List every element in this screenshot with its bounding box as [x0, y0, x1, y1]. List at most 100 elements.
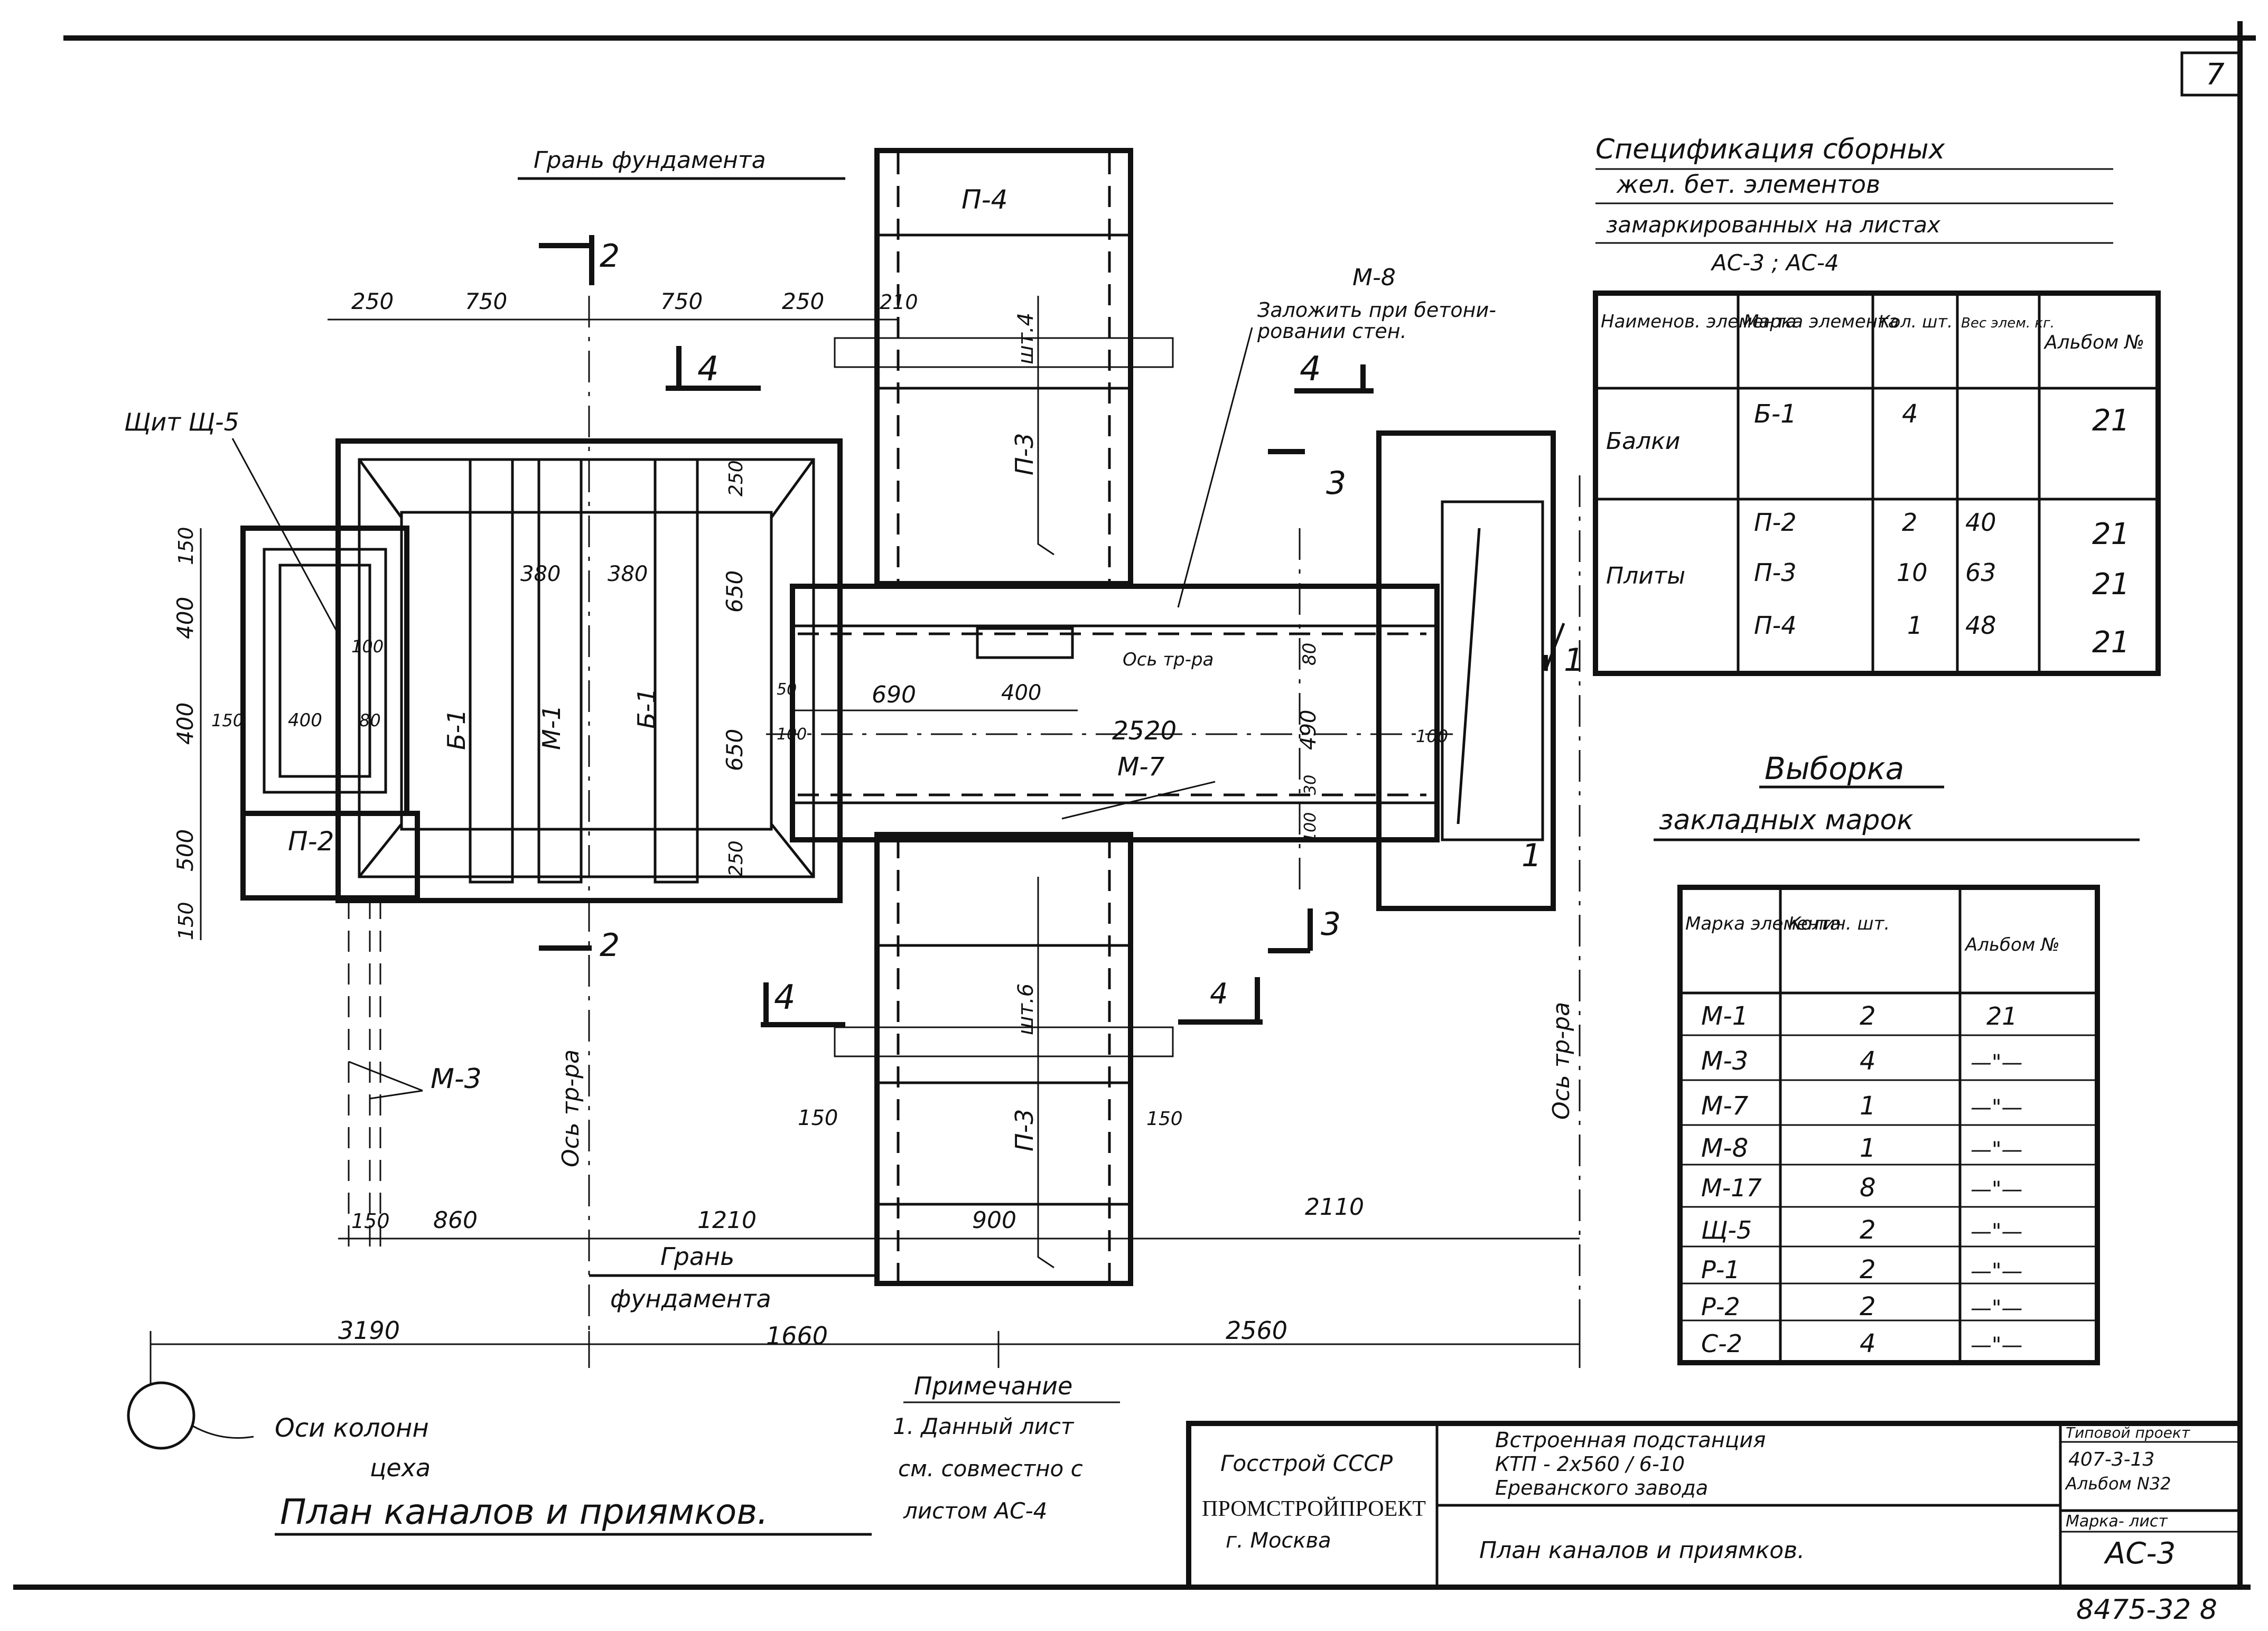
spec-header: Вес элем. кг.	[1961, 315, 2055, 331]
foundation-edge-top-label: Грань фундамента	[534, 147, 766, 174]
title-block: Госстрой СССР ПРОМСТРОЙПРОЕКТ г. Москва …	[1186, 1421, 2243, 1590]
page-number: 7	[2206, 58, 2225, 92]
tb-org3: г. Москва	[1226, 1529, 1331, 1553]
tb-typical-project-label: Типовой проект	[2066, 1424, 2190, 1441]
tb-sheet-title: План каналов и приямков.	[1479, 1537, 1805, 1564]
spec-cell-mark: Б-1	[1754, 399, 1797, 429]
sht6-label: шт.6	[1014, 983, 1038, 1035]
spec-header: Марка элемента	[1743, 311, 1899, 332]
section-mark: 4	[1210, 977, 1228, 1010]
selection-cell-qty: 4	[1860, 1329, 1876, 1358]
dim-inner: 80	[1299, 643, 1320, 665]
selection-cell-mark: М-1	[1701, 1001, 1748, 1031]
spec-cell-weight: 40	[1965, 508, 1996, 537]
selection-cell-mark: Щ-5	[1701, 1216, 1752, 1244]
tb-project-line3: Ереванского завода	[1495, 1476, 1708, 1499]
sht4-label: шт.4	[1014, 313, 1038, 364]
section-mark: 4	[774, 978, 796, 1017]
p3-bottom-label: П-3	[1010, 1109, 1039, 1151]
spec-cell-name: Плиты	[1606, 563, 1685, 589]
note-line1: 1. Данный лист	[893, 1413, 1075, 1439]
spec-cell-album: 21	[2092, 567, 2130, 602]
selection-cell-album: —"—	[1971, 1138, 2022, 1162]
dim-inner: 150	[798, 1106, 838, 1130]
note-line3: листом АС-4	[903, 1498, 1047, 1524]
dimensions: 250 750 750 250 210 150 400 400 500 150 …	[150, 288, 1581, 1384]
dim-bottom2: 2560	[1226, 1316, 1287, 1345]
selection-header: Колич. шт.	[1788, 913, 1890, 934]
tb-mark-sheet: АС-3	[2104, 1536, 2176, 1571]
section-mark: 4	[1300, 350, 1321, 389]
spec-table: Спецификация сборных жел. бет. элементов…	[1593, 134, 2161, 676]
dim-inner: 100	[1301, 812, 1320, 842]
spec-cell-album: 21	[2092, 625, 2130, 660]
section-mark: 3	[1326, 465, 1346, 502]
dim-inner: 250	[725, 460, 747, 496]
selection-cell-album: —"—	[1971, 1333, 2022, 1357]
drawing-title: План каналов и приямков.	[280, 1492, 768, 1532]
spec-cell-name: Балки	[1606, 428, 1680, 455]
selection-cell-qty: 4	[1860, 1046, 1876, 1076]
selection-cell-qty: 8	[1860, 1173, 1876, 1203]
tb-mark-sheet-label: Марка- лист	[2066, 1512, 2168, 1531]
dim-inner: 100	[1416, 726, 1448, 746]
foundation-edge-bottom-label1: Грань	[660, 1242, 734, 1271]
selection-cell-album: —"—	[1971, 1220, 2022, 1244]
dim-inner: 490	[1296, 710, 1321, 750]
dim-inner: 30	[1301, 775, 1320, 795]
spec-header: Кол. шт.	[1878, 312, 1953, 332]
p4-label: П-4	[962, 184, 1007, 215]
dim-top: 250	[351, 288, 394, 314]
m1-label: М-1	[537, 705, 566, 750]
selection-title-line2: закладных марок	[1659, 804, 1914, 836]
dim-inner: 80	[359, 710, 381, 730]
selection-cell-qty: 1	[1860, 1133, 1876, 1163]
dim-bottom1: 860	[433, 1207, 478, 1234]
plan-view: Грань фундамента П-4 П-3 П-3 шт.4 шт.6 М…	[124, 147, 1584, 1536]
spec-title-line3: замаркированных на листах	[1606, 212, 1941, 238]
dim-inner: 380	[520, 562, 561, 586]
embed-note-line1: Заложить при бетони-	[1257, 298, 1496, 322]
b1-left-label: Б-1	[442, 709, 471, 750]
dim-bottom1: 900	[972, 1207, 1016, 1234]
selection-table: Выборка закладных марок Марка элемента К…	[1654, 751, 2140, 1365]
selection-cell-album: —"—	[1971, 1095, 2022, 1120]
selection-cell-qty: 2	[1860, 1001, 1876, 1031]
spec-title-line2: жел. бет. элементов	[1616, 170, 1880, 199]
spec-cell-mark: П-2	[1754, 508, 1796, 537]
dim-bottom2: 3190	[338, 1316, 400, 1345]
axis-tr1-label: Ось тр-ра	[557, 1049, 584, 1167]
foundation-edge-bottom-label2: фундамента	[610, 1285, 771, 1313]
m7-label: М-7	[1117, 752, 1165, 782]
spec-cell-mark: П-4	[1754, 611, 1796, 640]
axis-tr2-label: Ось тр-ра	[1548, 1002, 1575, 1120]
spec-cell-album: 21	[2092, 404, 2130, 438]
selection-cell-qty: 2	[1860, 1215, 1876, 1245]
section-mark: 3	[1321, 906, 1341, 943]
selection-cell-mark: М-17	[1701, 1174, 1762, 1202]
dim-inner: 650	[722, 729, 748, 771]
dim-left: 500	[172, 829, 198, 871]
dim-inner: 2520	[1112, 716, 1177, 746]
p3-top-label: П-3	[1010, 433, 1039, 475]
dim-bottom1: 2110	[1305, 1194, 1364, 1221]
dim-left: 150	[174, 527, 198, 565]
section-mark: 1	[1564, 642, 1584, 679]
section-mark: 2	[600, 238, 620, 275]
inventory-number: 8475-32 8	[2076, 1594, 2217, 1626]
axis-tr3-label: Ось тр-ра	[1123, 649, 1214, 670]
dim-inner: 400	[1001, 681, 1041, 705]
section-mark: 4	[697, 350, 719, 389]
p2-label: П-2	[288, 826, 334, 857]
note-heading: Примечание	[914, 1372, 1072, 1400]
dim-inner: 650	[722, 570, 748, 613]
dim-inner: 250	[725, 840, 747, 877]
tb-org1: Госстрой СССР	[1220, 1450, 1393, 1476]
spec-cell-weight: 63	[1965, 558, 1996, 587]
selection-cell-qty: 2	[1860, 1292, 1876, 1321]
shield-label: Щит Щ-5	[124, 408, 239, 436]
dim-top: 250	[782, 288, 824, 314]
spec-cell-mark: П-3	[1754, 558, 1796, 587]
selection-header: Альбом №	[1964, 934, 2060, 955]
